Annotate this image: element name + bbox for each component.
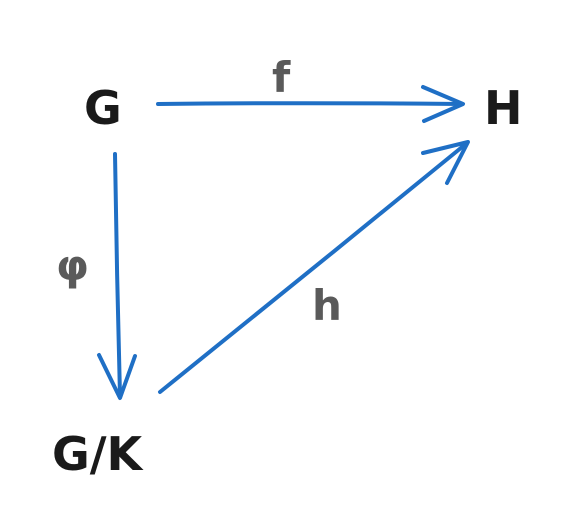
arrow-h — [158, 140, 470, 394]
map-label-f: f — [272, 53, 291, 102]
map-label-h: h — [312, 281, 342, 330]
map-label-phi: φ — [56, 241, 89, 290]
node-g-quotient-k: G/K — [52, 427, 145, 481]
arrow-f — [156, 85, 465, 123]
node-g: G — [84, 81, 122, 135]
node-h: H — [484, 81, 523, 135]
arrow-phi — [97, 152, 137, 400]
